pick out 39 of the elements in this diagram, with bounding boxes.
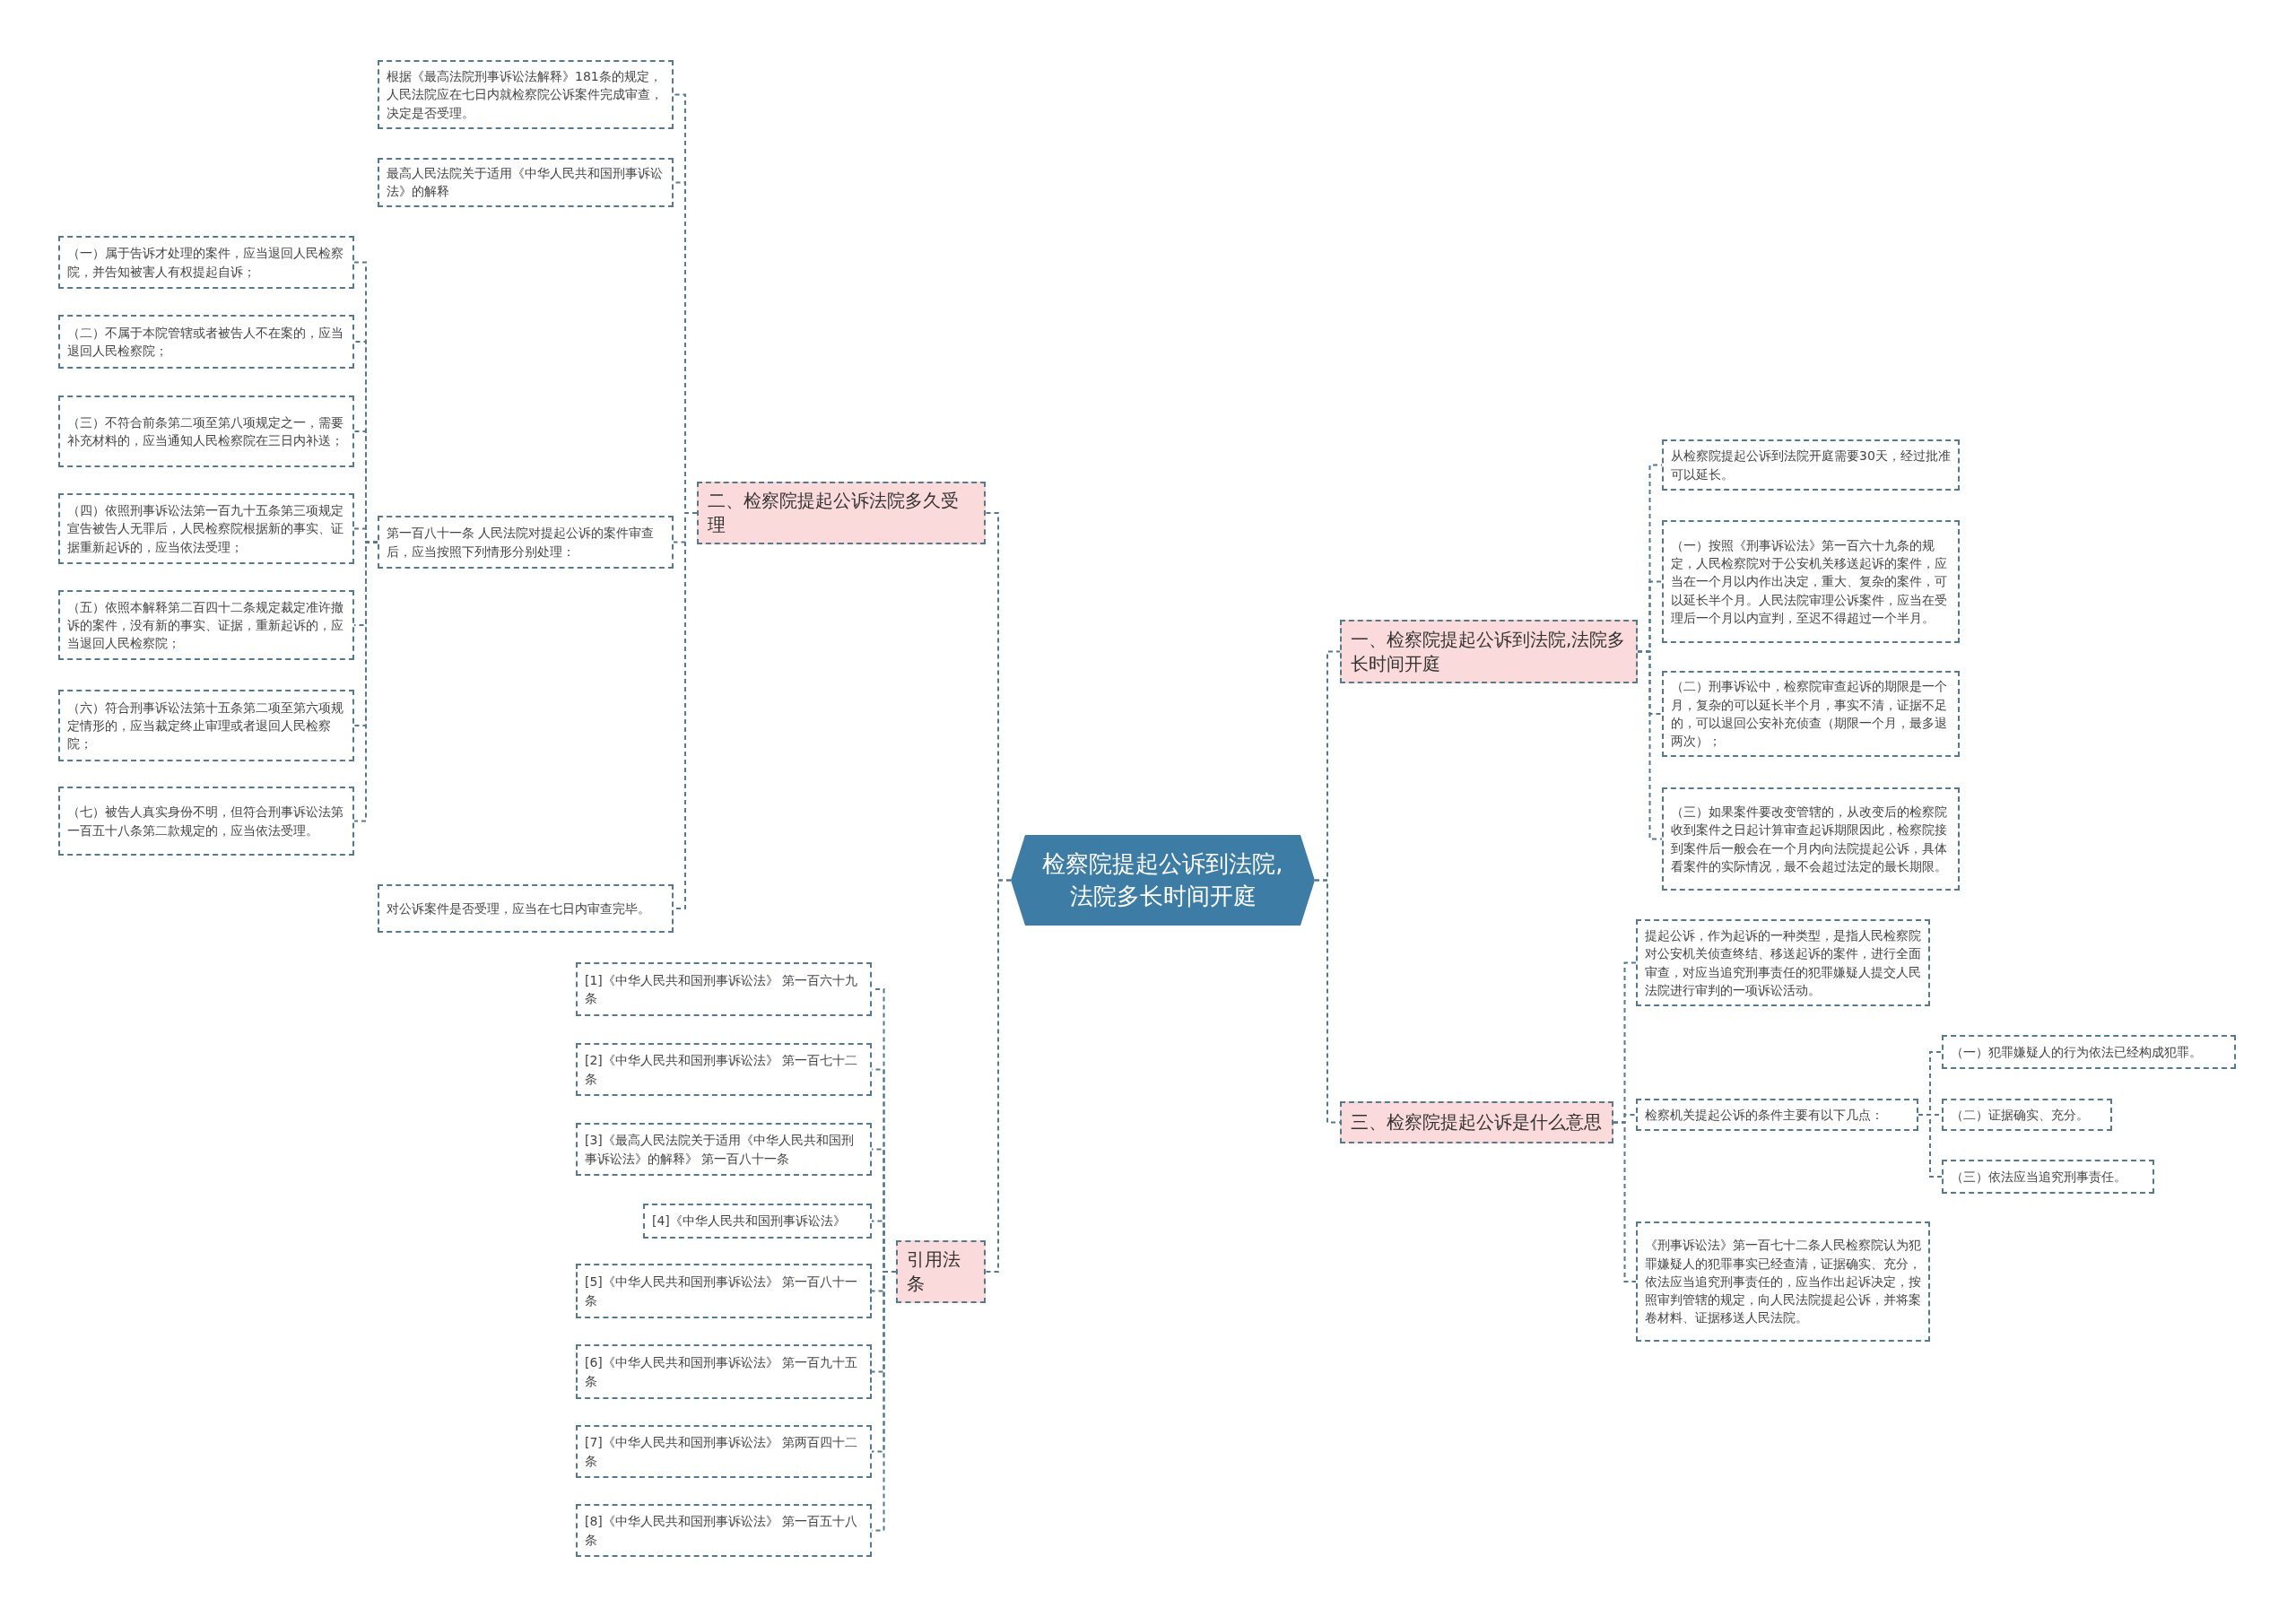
note-box: [1]《中华人民共和国刑事诉讼法》 第一百六十九条 <box>576 962 872 1016</box>
note-box: [5]《中华人民共和国刑事诉讼法》 第一百八十一条 <box>576 1264 872 1318</box>
note-box: [7]《中华人民共和国刑事诉讼法》 第两百四十二条 <box>576 1425 872 1478</box>
note-box: 检察机关提起公诉的条件主要有以下几点： <box>1636 1099 1918 1131</box>
connector-line <box>1613 1121 1637 1282</box>
note-box: （六）符合刑事诉讼法第十五条第二项至第六项规定情形的，应当裁定终止审理或者退回人民检察院； <box>58 690 354 761</box>
topic-box: 三、检察院提起公诉是什么意思 <box>1340 1101 1613 1143</box>
note-box: （一）犯罪嫌疑人的行为依法已经构成犯罪。 <box>1942 1035 2236 1069</box>
note-box: 根据《最高法院刑事诉讼法解释》181条的规定，人民法院应在七日内就检察院公诉案件完成审查，决定是否受理。 <box>378 60 674 129</box>
note-box: [8]《中华人民共和国刑事诉讼法》 第一百五十八条 <box>576 1504 872 1557</box>
central-topic: 检察院提起公诉到法院,法院多长时间开庭 <box>1011 835 1315 926</box>
note-box: （一）属于告诉才处理的案件，应当退回人民检察院，并告知被害人有权提起自诉； <box>58 236 354 289</box>
note-box: 《刑事诉讼法》第一百七十二条人民检察院认为犯罪嫌疑人的犯罪事实已经查清，证据确实、充分，依法应当追究刑事责任的，应当作出起诉决定，按照审判管辖的规定，向人民法院提起公诉，并将案卷材料、证据移送人民法院。 <box>1636 1221 1930 1342</box>
note-box: （三）不符合前条第二项至第八项规定之一，需要补充材料的，应当通知人民检察院在三日内补送； <box>58 396 354 467</box>
note-box: [6]《中华人民共和国刑事诉讼法》 第一百九十五条 <box>576 1344 872 1399</box>
note-box: 第一百八十一条 人民法院对提起公诉的案件审查后，应当按照下列情形分别处理： <box>378 516 674 569</box>
note-box: （五）依照本解释第二百四十二条规定裁定准许撤诉的案件，没有新的事实、证据，重新起诉的，应当退回人民检察院； <box>58 590 354 660</box>
note-box: （三）依法应当追究刑事责任。 <box>1942 1160 2154 1194</box>
note-box: （二）证据确实、充分。 <box>1942 1099 2112 1131</box>
note-box: （二）不属于本院管辖或者被告人不在案的，应当退回人民检察院； <box>58 315 354 369</box>
note-box: 最高人民法院关于适用《中华人民共和国刑事诉讼法》的解释 <box>378 158 674 207</box>
note-box: （四）依照刑事诉讼法第一百九十五条第三项规定宣告被告人无罪后，人民检察院根据新的事实、证据重新起诉的，应当依法受理； <box>58 493 354 564</box>
note-box: （三）如果案件要改变管辖的，从改变后的检察院收到案件之日起计算审查起诉期限因此，检察院接到案件后一般会在一个月内向法院提起公诉，具体看案件的实际情况，最不会超过法定的最长期限。 <box>1662 787 1960 891</box>
topic-box: 二、检察院提起公诉法院多久受理 <box>697 482 986 544</box>
note-box: [4]《中华人民共和国刑事诉讼法》 <box>643 1204 872 1239</box>
note-box: [2]《中华人民共和国刑事诉讼法》 第一百七十二条 <box>576 1043 872 1096</box>
note-box: 从检察院提起公诉到法院开庭需要30天，经过批准可以延长。 <box>1662 439 1960 491</box>
note-box: [3]《最高人民法院关于适用《中华人民共和国刑事诉讼法》的解释》 第一百八十一条 <box>576 1123 872 1176</box>
connector-line <box>1637 650 1663 840</box>
connector-line <box>985 879 1012 1273</box>
topic-box: 引用法条 <box>896 1240 986 1303</box>
topic-box: 一、检察院提起公诉到法院,法院多长时间开庭 <box>1340 620 1638 683</box>
connector-line <box>353 541 378 822</box>
note-box: （二）刑事诉讼中，检察院审查起诉的期限是一个月，复杂的可以延长半个月，事实不清，证据不足的，可以退回公安补充侦查（期限一个月，最多退两次）； <box>1662 671 1960 757</box>
connector-line <box>1918 1114 1943 1178</box>
note-box: （一）按照《刑事诉讼法》第一百六十九条的规定，人民检察院对于公安机关移送起诉的案件，应当在一个月以内作出决定，重大、复杂的案件，可以延长半个月。人民法院审理公诉案件，应当在受理后一个月以内宣判，至迟不得超过一个半月。 <box>1662 520 1960 643</box>
note-box: 提起公诉，作为起诉的一种类型，是指人民检察院对公安机关侦查终结、移送起诉的案件，进行全面审查，对应当追究刑事责任的犯罪嫌疑人提交人民法院进行审判的一项诉讼活动。 <box>1636 919 1930 1006</box>
note-box: （七）被告人真实身份不明，但符合刑事诉讼法第一百五十八条第二款规定的，应当依法受理。 <box>58 787 354 856</box>
note-box: 对公诉案件是否受理，应当在七日内审查完毕。 <box>378 884 674 933</box>
